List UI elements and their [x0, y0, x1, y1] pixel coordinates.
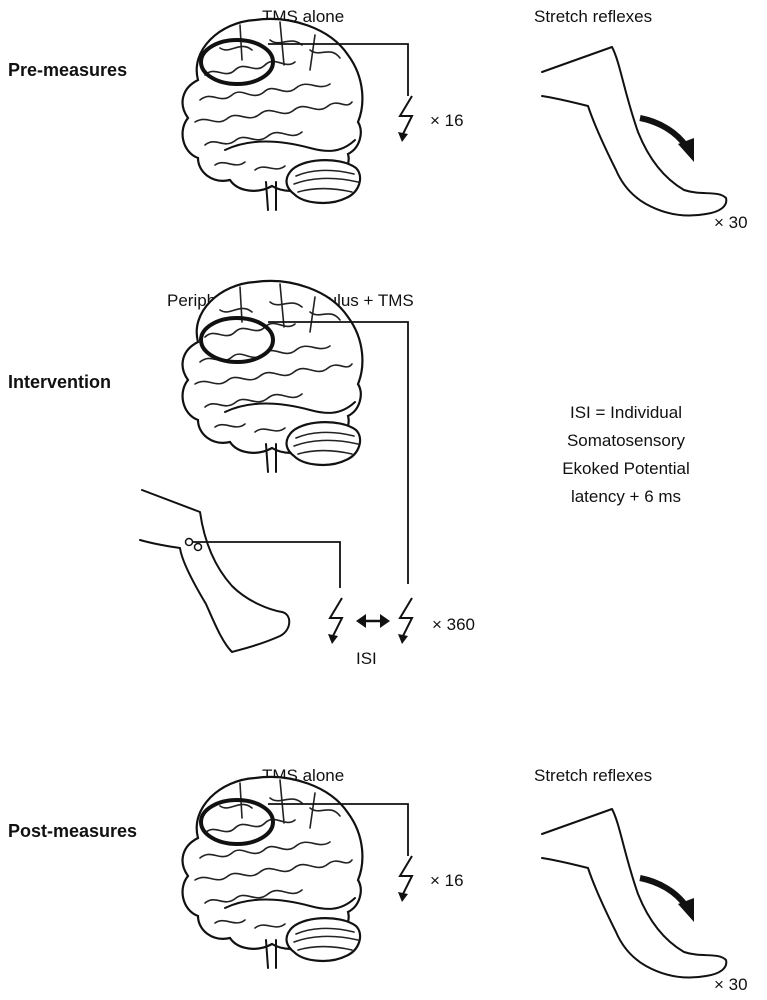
pre-tms-coil-icon	[199, 38, 275, 86]
isi-note-line-1: ISI = Individual	[570, 403, 682, 422]
electrode-icon	[184, 537, 194, 547]
post-reflex-count: × 30	[714, 975, 748, 994]
post-measures-section: Post-measures TMS alone Stretch reflexes…	[8, 766, 748, 994]
post-curved-arrow-icon	[639, 875, 689, 908]
isi-note-line-2: Somatosensory	[567, 431, 686, 450]
isi-note: ISI = Individual Somatosensory Ekoked Po…	[562, 403, 690, 506]
post-reflex-title: Stretch reflexes	[534, 766, 652, 785]
intervention-brain-icon	[181, 279, 364, 474]
post-coil-wire	[268, 803, 409, 856]
pre-reflex-title: Stretch reflexes	[534, 7, 652, 26]
pre-measures-label: Pre-measures	[8, 60, 127, 80]
intervention-leg-icon	[139, 489, 291, 653]
post-measures-label: Post-measures	[8, 821, 137, 841]
pre-reflex-count: × 30	[714, 213, 748, 232]
pre-curved-arrow-icon	[639, 115, 689, 148]
intervention-coil-wire	[268, 321, 409, 584]
double-arrow-icon	[356, 614, 390, 628]
nerve-lightning-stimulus-icon	[327, 597, 343, 645]
intervention-count: × 360	[432, 615, 475, 634]
electrode-icon-2	[193, 542, 203, 552]
post-tms-coil-icon	[199, 798, 275, 846]
post-arrow-head	[678, 898, 694, 922]
post-lightning-stimulus-icon	[397, 855, 413, 903]
pre-leg-icon	[541, 46, 728, 217]
intervention-section: Intervention Peripheral nerve stimulus +…	[8, 279, 690, 668]
tms-lightning-stimulus-icon	[397, 597, 413, 645]
pre-arrow-head	[678, 138, 694, 162]
pre-measures-section: Pre-measures TMS alone Stretch reflexes …	[8, 7, 748, 232]
post-tms-count: × 16	[430, 871, 464, 890]
nerve-stimulus-wire	[192, 541, 341, 588]
intervention-tms-coil-icon	[199, 316, 275, 364]
pre-tms-count: × 16	[430, 111, 464, 130]
isi-note-line-3: Ekoked Potential	[562, 459, 690, 478]
pre-lightning-stimulus-icon	[397, 95, 413, 143]
isi-label: ISI	[356, 649, 377, 668]
pre-coil-wire	[268, 43, 409, 96]
isi-note-line-4: latency + 6 ms	[571, 487, 681, 506]
intervention-label: Intervention	[8, 372, 111, 392]
post-leg-icon	[541, 808, 728, 979]
